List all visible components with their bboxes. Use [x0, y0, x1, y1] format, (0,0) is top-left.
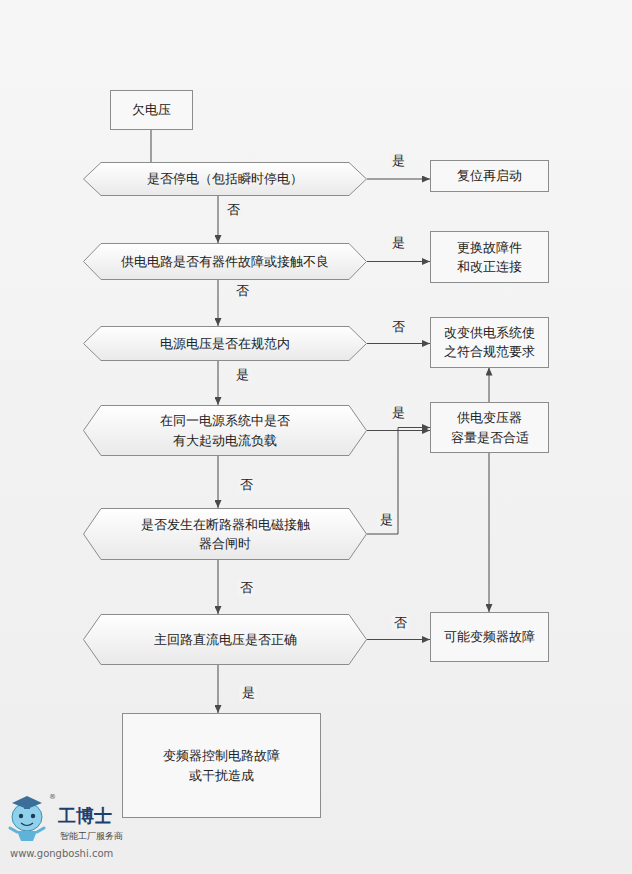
edge-label: 是 [234, 367, 251, 383]
node-text: 是否发生在断路器和电磁接触 器合闸时 [133, 515, 318, 554]
edge-label: 否 [225, 202, 242, 218]
process-box: 改变供电系统使 之符合规范要求 [430, 317, 549, 368]
edge-label: 是 [390, 235, 407, 251]
process-box: 变频器控制电路故障 或干扰造成 [122, 713, 321, 818]
edge-label: 是 [240, 685, 257, 701]
node-text: 供电电路是否有器件故障或接触不良 [121, 252, 329, 272]
node-text: 改变供电系统使 之符合规范要求 [440, 323, 540, 362]
connector [367, 639, 430, 640]
node-text: 供电变压器 容量是否合适 [445, 408, 535, 447]
connector [367, 179, 430, 180]
decision-hexagon: 是否发生在断路器和电磁接触 器合闸时 [83, 508, 367, 560]
process-box: 可能变频器故障 [430, 612, 549, 662]
decision-hexagon: 在同一电源系统中是否 有大起动电流负载 [83, 405, 367, 456]
node-text: 电源电压是否在规范内 [160, 334, 290, 354]
connector [151, 130, 152, 162]
process-box: 复位再启动 [430, 160, 549, 192]
node-text: 在同一电源系统中是否 有大起动电流负载 [150, 411, 300, 450]
node-text: 更换故障件 和改正连接 [450, 238, 530, 277]
hexagon-shape [84, 327, 367, 361]
edge-label: 否 [238, 477, 255, 493]
edge-label: 否 [390, 319, 407, 335]
connector [218, 196, 219, 243]
watermark-text: 工博士 [58, 804, 112, 828]
edge-label: 否 [234, 283, 251, 299]
process-box: 供电变压器 容量是否合适 [430, 402, 549, 453]
edge-label: 是 [390, 405, 407, 421]
edge-label: 是 [390, 153, 407, 169]
hexagon-shape [84, 615, 367, 665]
process-box: 更换故障件 和改正连接 [430, 231, 549, 283]
connector [367, 261, 430, 262]
process-box: 欠电压 [110, 90, 193, 130]
connector [218, 280, 219, 326]
connector [218, 361, 219, 405]
watermark-text: ® [49, 793, 56, 801]
node-text: 主回路直流电压是否正确 [154, 630, 297, 650]
connector [489, 368, 490, 403]
hexagon-shape [84, 244, 367, 280]
node-text: 可能变频器故障 [444, 627, 535, 647]
watermark-text: 智能工厂服务商 [60, 830, 123, 843]
connector [489, 453, 490, 612]
decision-hexagon: 主回路直流电压是否正确 [83, 614, 367, 665]
decision-hexagon: 是否停电（包括瞬时停电） [83, 162, 367, 196]
node-text: 复位再启动 [457, 166, 522, 186]
hexagon-outline [83, 405, 367, 456]
decision-hexagon: 电源电压是否在规范内 [83, 326, 367, 361]
node-text: 欠电压 [132, 100, 171, 120]
edge-label: 是 [378, 512, 395, 528]
hexagon-shape [84, 509, 367, 560]
hexagon-shape [84, 163, 367, 196]
decision-hexagon: 供电电路是否有器件故障或接触不良 [83, 243, 367, 280]
connector [218, 665, 219, 713]
edge-label: 否 [392, 615, 409, 631]
hexagon-outline [83, 508, 367, 560]
connector [218, 456, 219, 508]
connector [367, 343, 430, 344]
connector [367, 428, 430, 535]
node-text: 变频器控制电路故障 或干扰造成 [157, 746, 287, 785]
edge-label: 否 [238, 580, 255, 596]
hexagon-shape [84, 406, 367, 456]
node-text: 是否停电（包括瞬时停电） [147, 169, 303, 189]
watermark-text: www.gongboshi.com [10, 848, 113, 859]
connector [218, 560, 219, 614]
